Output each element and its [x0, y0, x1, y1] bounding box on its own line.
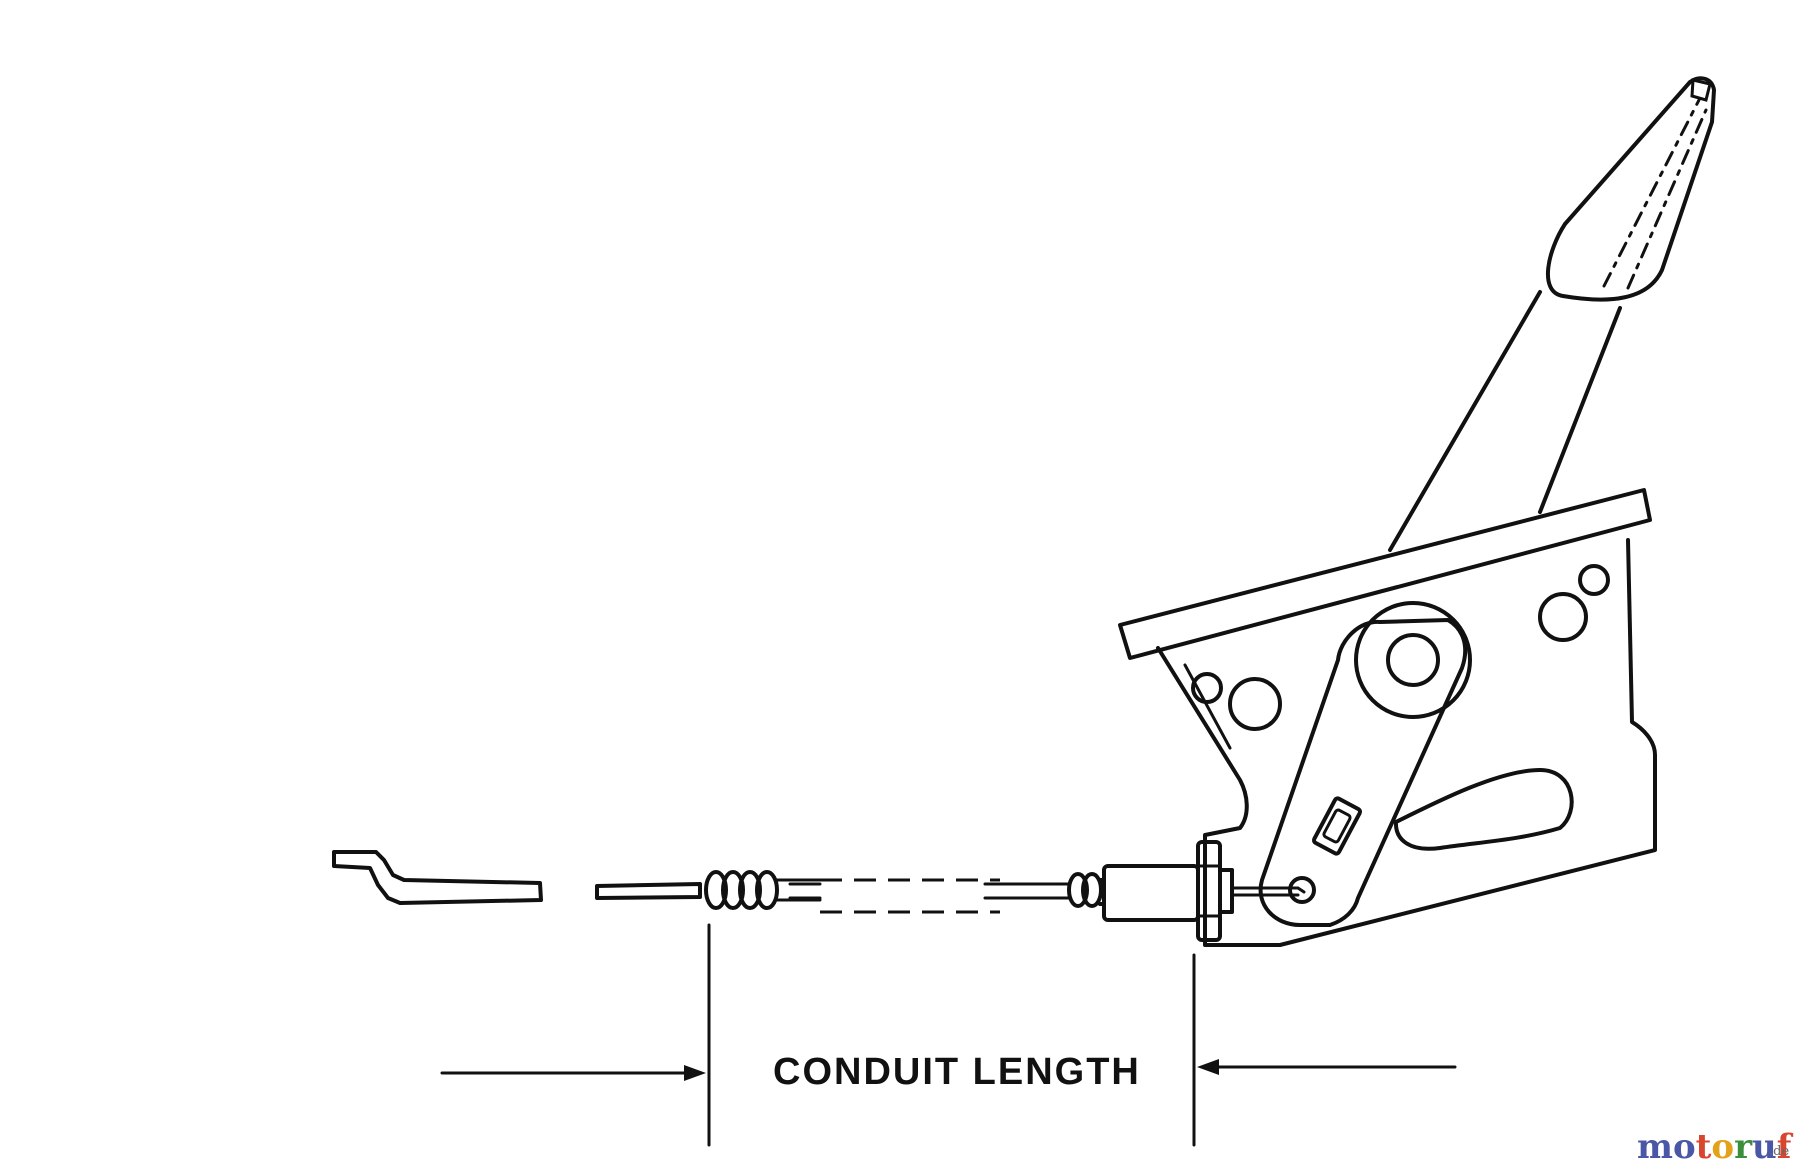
- conduit-end-coil: [1058, 872, 1103, 908]
- conduit-break-section: [788, 878, 1062, 914]
- lever-tab: [1311, 796, 1363, 856]
- watermark-letter: r: [1734, 1127, 1753, 1167]
- pivot-outer: [1354, 601, 1472, 719]
- cable-wire-inner: [1230, 886, 1306, 897]
- conduit-spring-coil: [704, 870, 822, 910]
- mount-hole-small-right: [1578, 564, 1610, 596]
- arrowhead-left: [684, 1065, 706, 1081]
- cable-attach-hole: [1288, 876, 1316, 904]
- clamp-nut: [1196, 840, 1234, 942]
- arrowhead-right: [1197, 1059, 1219, 1075]
- watermark-text: motoruf: [1637, 1127, 1794, 1167]
- watermark-letter: f: [1777, 1127, 1794, 1167]
- pivot-inner: [1386, 633, 1440, 687]
- bent-wire-end: [332, 850, 543, 905]
- watermark-suffix: .de: [1769, 1144, 1789, 1159]
- watermark-letter: t: [1696, 1127, 1712, 1167]
- watermark-logo: motoruf .de: [1637, 1127, 1794, 1167]
- mount-hole-small: [1191, 672, 1223, 704]
- mount-hole-large-right: [1538, 592, 1588, 642]
- control-bracket: [1118, 488, 1657, 947]
- throttle-lever: [1258, 290, 1622, 927]
- watermark-letter: o: [1711, 1127, 1734, 1167]
- conduit-ferrule: [1098, 864, 1200, 922]
- dimension-marker: [440, 923, 1457, 1147]
- watermark-letter: o: [1673, 1127, 1696, 1167]
- mount-hole-large: [1228, 677, 1282, 731]
- conduit-length-label: CONDUIT LENGTH: [773, 1051, 1141, 1093]
- watermark-letter: u: [1752, 1127, 1777, 1167]
- adjustment-slot: [1393, 768, 1574, 851]
- lever-knob: [1546, 76, 1716, 302]
- watermark-letter: m: [1637, 1127, 1673, 1167]
- cable-wire: [595, 882, 702, 900]
